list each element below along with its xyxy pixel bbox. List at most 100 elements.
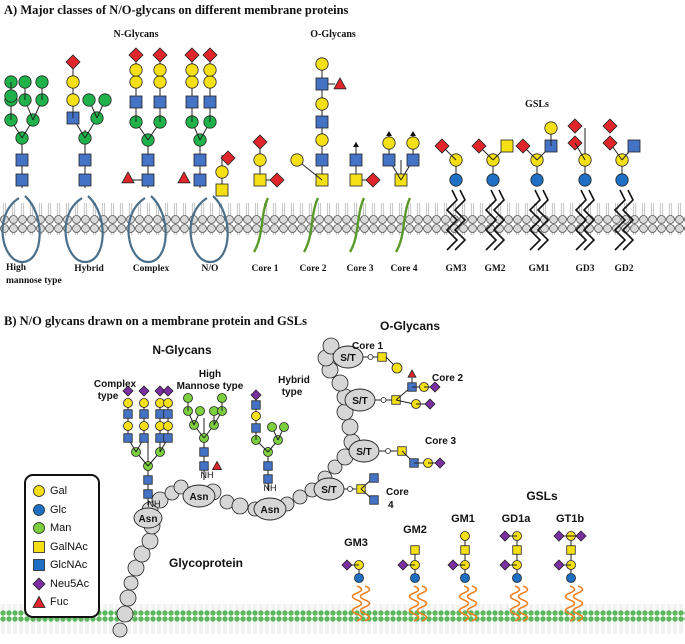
linker-circle	[380, 397, 387, 403]
gal-circle	[185, 63, 199, 77]
label-core3-a: Core 3	[347, 264, 374, 274]
neu5ac-diamond	[341, 559, 353, 571]
glcnac-square	[369, 473, 379, 483]
glc-circle	[354, 573, 364, 583]
glcnac-square	[163, 409, 173, 419]
bond-line	[385, 356, 395, 366]
neu5ac-diamond	[128, 47, 144, 63]
gal-circle	[66, 93, 80, 107]
label-core1-a: Core 1	[252, 264, 279, 274]
fuc-triangle	[407, 369, 417, 378]
gal-circle	[153, 63, 167, 77]
protein-loop	[64, 195, 104, 264]
glcnac-square	[123, 409, 133, 419]
legend-label: Fuc	[50, 596, 69, 608]
neu5ac-diamond	[553, 559, 565, 571]
residue-label: S/T	[352, 396, 368, 407]
panel-b-title: B) N/O glycans drawn on a membrane prote…	[4, 314, 307, 328]
protein-bead	[141, 532, 159, 550]
glcnac-square	[406, 153, 420, 167]
glc-circle	[460, 573, 470, 583]
neu5ac-diamond	[447, 559, 459, 571]
panel-a-nglycans-heading: N-Glycans	[114, 29, 159, 40]
neu5ac-diamond	[471, 138, 487, 154]
lipid-tail	[484, 189, 498, 251]
neu5ac-diamond	[434, 138, 450, 154]
lipid-tail	[528, 189, 542, 251]
galnac-square	[377, 352, 387, 362]
lipid-tail	[574, 189, 588, 251]
legend-item-galnac: GalNAc	[32, 539, 88, 555]
legend-item-glcnac: GlcNAc	[32, 557, 87, 573]
gal-circle	[253, 153, 267, 167]
o-protein-loop	[252, 197, 270, 253]
glcnac-square	[627, 139, 641, 153]
neu5ac-diamond	[567, 118, 583, 134]
gm3-label-b: GM3	[344, 537, 368, 549]
fuc-triangle	[121, 171, 135, 184]
protein-bead	[322, 337, 340, 355]
gal-circle	[382, 136, 396, 150]
gal-circle	[163, 398, 173, 408]
galnac-square	[566, 545, 576, 555]
glcnac-square	[185, 95, 199, 109]
protein-bead	[173, 479, 189, 495]
glc-circle	[578, 173, 592, 187]
neu5ac-diamond	[122, 385, 134, 397]
protein-bead	[119, 589, 137, 607]
glcnac-square	[315, 77, 329, 91]
core4-label-b-2: 4	[388, 500, 394, 511]
high-mannose-label: High	[199, 369, 221, 380]
neu5ac-diamond	[602, 118, 618, 134]
protein-loop	[189, 195, 229, 264]
neu5ac-diamond	[65, 54, 81, 70]
residue-label: S/T	[340, 353, 356, 364]
linker-circle	[347, 486, 353, 492]
st-residue: S/T	[348, 439, 380, 463]
residue-ellipse	[182, 484, 216, 508]
legend-label: GlcNAc	[50, 559, 88, 571]
man-circle	[18, 75, 32, 89]
glcnac-square	[199, 447, 209, 457]
neu5ac-diamond	[499, 559, 511, 571]
protein-bead	[341, 418, 359, 436]
red-triangle-icon	[32, 595, 46, 608]
gal-circle	[139, 398, 149, 408]
legend-label: Neu5Ac	[50, 577, 90, 590]
glcnac-square	[193, 153, 207, 167]
glcnac-square	[123, 433, 133, 443]
glcnac-square	[153, 95, 167, 109]
glcnac-square	[382, 153, 396, 167]
gal-circle	[544, 121, 558, 135]
arrow-tip	[410, 131, 416, 136]
panel-a-oglycans-heading: O-Glycans	[310, 29, 356, 40]
gal-circle	[123, 398, 133, 408]
label-core2-a: Core 2	[300, 264, 327, 274]
label-high-mannose-type: mannose type	[6, 276, 62, 286]
glc-circle	[566, 573, 576, 583]
gal-circle	[460, 531, 470, 541]
protein-bead	[112, 622, 128, 638]
legend-label: Gal	[50, 485, 68, 497]
core2-label-b: Core 2	[432, 373, 464, 384]
complex-type-label: Complex	[94, 379, 137, 390]
residue-label: Asn	[261, 505, 280, 516]
legend-item-glc: Glc	[32, 502, 67, 518]
o-protein-loop	[302, 197, 320, 253]
glcnac-square	[143, 475, 153, 485]
residue-label: Asn	[190, 492, 209, 503]
protein-loop	[1, 195, 41, 264]
galnac-square	[215, 183, 229, 197]
neu5ac-diamond	[424, 398, 436, 410]
membrane-bilayer-a	[0, 203, 685, 235]
panel-b-oglycans-heading: O-Glycans	[380, 319, 440, 333]
lipid-tail	[536, 189, 550, 251]
galnac-square	[460, 545, 470, 555]
label-hybrid: Hybrid	[74, 264, 104, 274]
fuc-triangle	[333, 77, 347, 90]
label-high-mannose: High	[6, 263, 27, 273]
protein-bead	[231, 497, 249, 515]
glcnac-square	[139, 409, 149, 419]
